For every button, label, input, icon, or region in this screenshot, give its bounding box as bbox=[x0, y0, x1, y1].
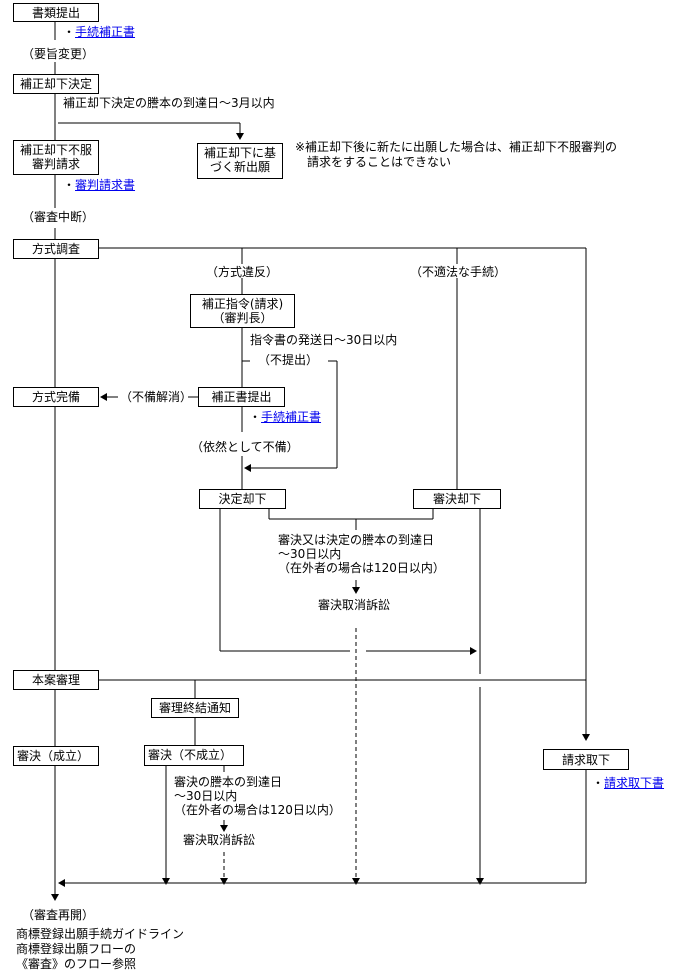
label-futekihou-tetsuzuki: （不適法な手続） bbox=[410, 265, 506, 280]
link-item: ・手続補正書 bbox=[249, 410, 321, 425]
link-tetsuzuki-hoseisho-1[interactable]: 手続補正書 bbox=[75, 25, 135, 39]
label-fubi-kaishou: （不備解消） bbox=[120, 390, 192, 405]
label-guideline-ref: 商標登録出願手続ガイドライン 商標登録出願フローの 《審査》のフロー参照 bbox=[16, 927, 184, 972]
link-item: ・審判請求書 bbox=[63, 178, 135, 193]
node-shin-shutsugan: 補正却下に基 づく新出願 bbox=[197, 143, 283, 179]
label-deadline-appeal-2: 審決の謄本の到達日 ～30日以内 （在外者の場合は120日以内） bbox=[174, 775, 341, 817]
node-kettei-kyakka: 決定却下 bbox=[199, 489, 286, 509]
node-shinri-shuketsu-tsuchi: 審理終結通知 bbox=[151, 698, 239, 718]
node-shinketsu-seiritsu: 審決（成立） bbox=[13, 746, 99, 766]
link-tetsuzuki-hoseisho-2[interactable]: 手続補正書 bbox=[261, 410, 321, 424]
link-shinpan-seikyusho[interactable]: 審判請求書 bbox=[75, 178, 135, 192]
label-shinsa-chudan: （審査中断） bbox=[22, 210, 94, 225]
node-shorui-teishutsu: 書類提出 bbox=[13, 3, 99, 22]
node-honan-shinri: 本案審理 bbox=[13, 670, 99, 690]
label-shinsa-saikai: （審査再開） bbox=[22, 908, 94, 923]
node-hoseisho-teishutsu: 補正書提出 bbox=[198, 387, 285, 407]
bullet: ・ bbox=[592, 776, 604, 790]
bullet: ・ bbox=[63, 25, 75, 39]
label-futeishutsu: （不提出） bbox=[258, 353, 318, 368]
label-hoshiki-ihan: （方式違反） bbox=[206, 265, 278, 280]
node-seikyu-torisage: 請求取下 bbox=[543, 749, 629, 770]
label-torikeshi-soshou-2: 審決取消訴訟 bbox=[183, 833, 255, 848]
node-hosei-shirei: 補正指令(請求) （審判長） bbox=[190, 294, 295, 328]
node-shinketsu-fuseiritsu: 審決（不成立） bbox=[144, 745, 244, 766]
bullet: ・ bbox=[249, 410, 261, 424]
node-hoshiki-chousa: 方式調査 bbox=[13, 239, 99, 259]
link-item: ・手続補正書 bbox=[63, 25, 135, 40]
node-shinketsu-kyakka: 審決却下 bbox=[413, 489, 501, 509]
label-deadline-30days: 指令書の発送日～30日以内 bbox=[250, 333, 397, 348]
link-seikyu-torisagesho[interactable]: 請求取下書 bbox=[604, 776, 664, 790]
label-torikeshi-soshou-1: 審決取消訴訟 bbox=[318, 598, 390, 613]
label-note: ※補正却下後に新たに出願した場合は、補正却下不服審判の 請求をすることはできない bbox=[295, 140, 617, 170]
label-deadline-3months: 補正却下決定の謄本の到達日～3月以内 bbox=[63, 96, 275, 111]
bullet: ・ bbox=[63, 178, 75, 192]
node-hosei-kyakka-fufuku: 補正却下不服 審判請求 bbox=[13, 140, 99, 175]
node-hoshiki-kanbi: 方式完備 bbox=[13, 387, 99, 407]
node-hosei-kyakka-kettei: 補正却下決定 bbox=[13, 74, 99, 94]
label-izen-fubi: （依然として不備） bbox=[191, 440, 299, 455]
label-youshi-henkou: （要旨変更） bbox=[22, 47, 94, 62]
link-item: ・請求取下書 bbox=[592, 776, 664, 791]
label-deadline-appeal-1: 審決又は決定の謄本の到達日 ～30日以内 （在外者の場合は120日以内） bbox=[278, 533, 445, 575]
